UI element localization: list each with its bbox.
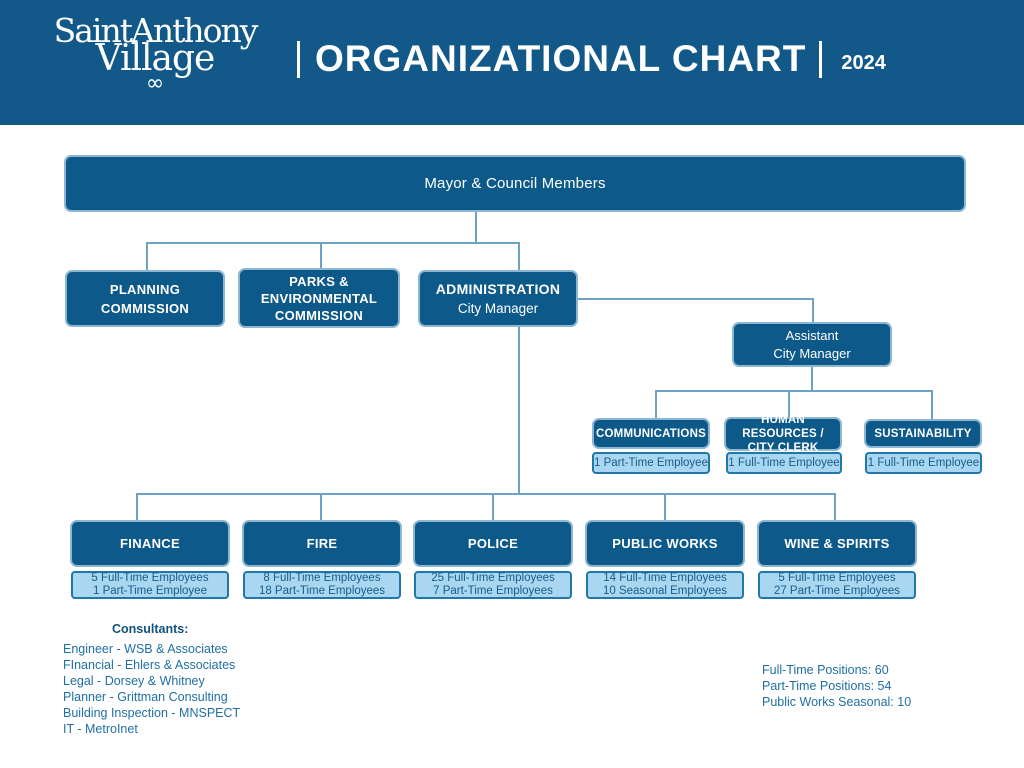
administration-box: ADMINISTRATION City Manager (418, 270, 578, 327)
connector-line (655, 390, 933, 392)
fire-box: FIRE (242, 520, 402, 567)
staff-count: 8 Full-Time Employees (263, 572, 381, 584)
connector-line (811, 367, 813, 391)
staff-count: 18 Part-Time Employees (258, 585, 386, 597)
staff-count: 1 Part-Time Employee (93, 585, 207, 597)
connector-line (136, 493, 836, 495)
logo-flourish-icon: ∞ (145, 71, 165, 96)
staff-count: 7 Part-Time Employees (433, 585, 553, 597)
human-resources-box: HUMAN RESOURCES / CITY CLERK (724, 414, 842, 454)
connector-line (812, 298, 814, 322)
consultant-item: IT - MetroInet (63, 722, 138, 736)
consultant-item: Planner - Grittman Consulting (63, 690, 228, 704)
parks-environmental-commission-box: PARKS & ENVIRONMENTAL COMMISSION (238, 268, 400, 328)
connector-line (320, 493, 322, 520)
finance-box: FINANCE (70, 520, 230, 567)
page-title-group: ORGANIZATIONAL CHART 2024 (297, 37, 886, 81)
connector-line (931, 390, 933, 419)
consultant-item: FInancial - Ehlers & Associates (63, 658, 236, 672)
wine-spirits-box: WINE & SPIRITS (757, 520, 917, 567)
police-staff-badge: 25 Full-Time Employees 7 Part-Time Emplo… (414, 571, 572, 599)
fire-staff-badge: 8 Full-Time Employees 18 Part-Time Emplo… (243, 571, 401, 599)
communications-staff-badge: 1 Part-Time Employee (592, 452, 710, 474)
box-label: Mayor & Council Members (424, 175, 606, 192)
staff-count: 5 Full-Time Employees (778, 572, 896, 584)
box-label: ENVIRONMENTAL (260, 290, 378, 306)
mayor-council-box: Mayor & Council Members (64, 155, 966, 212)
public-works-box: PUBLIC WORKS (585, 520, 745, 567)
total-line: Full-Time Positions: 60 (762, 663, 889, 677)
connector-line (136, 493, 138, 520)
connector-line (518, 242, 520, 270)
connector-line (834, 493, 836, 520)
planning-commission-box: PLANNING COMMISSION (65, 270, 225, 327)
finance-staff-badge: 5 Full-Time Employees 1 Part-Time Employ… (71, 571, 229, 599)
staff-count: 1 Full-Time Employee (867, 457, 980, 469)
box-label: SUSTAINABILITY (874, 427, 972, 440)
assistant-city-manager-box: Assistant City Manager (732, 322, 892, 367)
box-label: FINANCE (120, 536, 180, 551)
box-label: Assistant (785, 327, 839, 343)
box-label: PUBLIC WORKS (612, 536, 718, 551)
staff-count: 1 Part-Time Employee (594, 457, 708, 469)
connector-line (146, 242, 148, 270)
connector-line (320, 242, 322, 268)
staff-count: 1 Full-Time Employee (728, 457, 840, 469)
connector-line (664, 493, 666, 520)
staff-count: 14 Full-Time Employees (603, 572, 727, 584)
box-label: PARKS & (289, 273, 349, 289)
public-works-staff-badge: 14 Full-Time Employees 10 Seasonal Emplo… (586, 571, 744, 599)
total-line: Public Works Seasonal: 10 (762, 695, 912, 709)
staff-count: 25 Full-Time Employees (431, 572, 555, 584)
consultants-heading: Consultants: (112, 622, 189, 636)
box-label: WINE & SPIRITS (784, 536, 890, 551)
staff-count: 10 Seasonal Employees (602, 585, 728, 597)
communications-box: COMMUNICATIONS (592, 418, 710, 449)
logo-text-line1: SaintAnthony (53, 11, 259, 50)
connector-line (492, 493, 494, 520)
staff-count: 27 Part-Time Employees (773, 585, 901, 597)
totals-summary: Full-Time Positions: 60 Part-Time Positi… (762, 662, 911, 710)
consultants-list: Consultants: Engineer - WSB & Associates… (63, 621, 240, 737)
sustainability-box: SUSTAINABILITY (864, 419, 982, 448)
consultant-item: Legal - Dorsey & Whitney (63, 674, 205, 688)
box-label: POLICE (467, 536, 519, 551)
consultant-item: Building Inspection - MNSPECT (63, 706, 241, 720)
box-label: ADMINISTRATION (435, 280, 561, 297)
staff-count: 5 Full-Time Employees (91, 572, 209, 584)
connector-line (578, 298, 814, 300)
box-label: COMMISSION (274, 307, 364, 323)
title-separator-bar (297, 40, 300, 78)
connector-line (475, 212, 477, 243)
human-resources-staff-badge: 1 Full-Time Employee (726, 452, 842, 474)
header-banner: SaintAnthony Village ∞ ORGANIZATIONAL CH… (0, 0, 1024, 125)
page-title: ORGANIZATIONAL CHART (315, 38, 807, 79)
box-label: FIRE (306, 536, 338, 551)
box-label: COMMUNICATIONS (596, 427, 706, 440)
connector-line (788, 390, 790, 418)
year-label: 2024 (841, 52, 886, 74)
box-label: CITY CLERK (747, 442, 819, 454)
connector-line (518, 327, 520, 495)
consultant-item: Engineer - WSB & Associates (63, 642, 228, 656)
box-label: HUMAN RESOURCES / (742, 414, 824, 440)
wine-spirits-staff-badge: 5 Full-Time Employees 27 Part-Time Emplo… (758, 571, 916, 599)
total-line: Part-Time Positions: 54 (762, 679, 892, 693)
village-logo: SaintAnthony Village ∞ (40, 11, 270, 96)
box-sublabel: City Manager (457, 300, 539, 316)
title-separator-bar (819, 40, 823, 78)
box-label: COMMISSION (100, 300, 190, 316)
logo-text-line2: Village (95, 38, 216, 79)
police-box: POLICE (413, 520, 573, 567)
connector-line (655, 390, 657, 418)
box-sublabel: City Manager (773, 345, 851, 361)
connector-line (146, 242, 520, 244)
box-label: PLANNING (109, 281, 181, 297)
sustainability-staff-badge: 1 Full-Time Employee (865, 452, 982, 474)
